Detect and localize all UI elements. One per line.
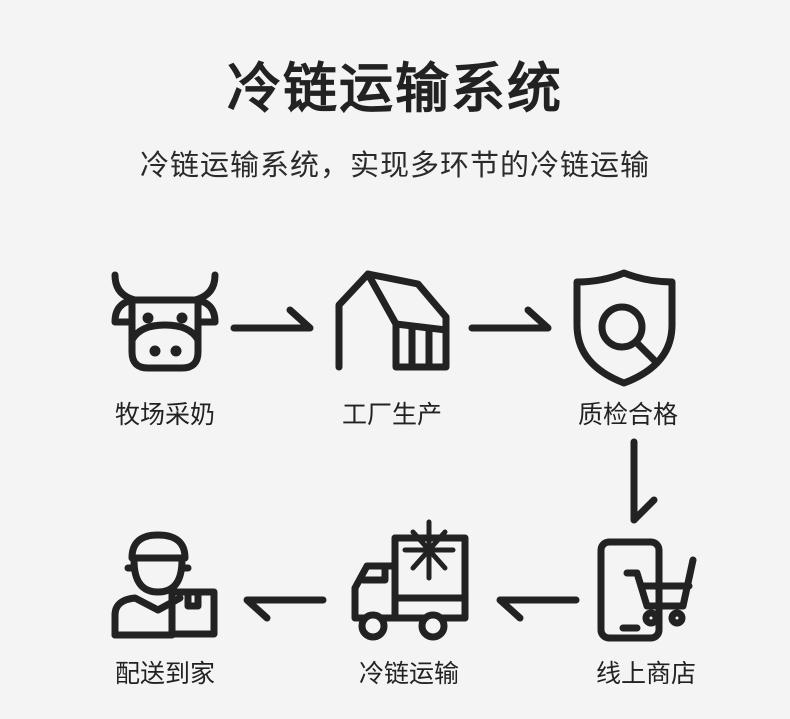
step-label: 工厂生产 <box>341 400 442 429</box>
cow-icon <box>111 271 219 372</box>
arrow-left-icon <box>243 596 327 622</box>
delivery-person-icon <box>111 531 218 639</box>
factory-icon <box>335 270 450 371</box>
refrigerated-truck-icon <box>351 519 469 641</box>
step-label: 配送到家 <box>114 659 215 688</box>
arrow-right-icon <box>468 306 552 332</box>
step-label: 线上商店 <box>595 659 696 688</box>
step-label: 牧场采奶 <box>114 400 215 429</box>
page-title: 冷链运输系统 <box>227 57 563 120</box>
arrow-down-icon <box>630 438 658 524</box>
phone-cart-icon <box>597 538 697 642</box>
step-label: 质检合格 <box>577 400 678 429</box>
arrow-right-icon <box>230 306 314 332</box>
step-label: 冷链运输 <box>358 659 459 688</box>
arrow-left-icon <box>496 596 580 622</box>
shield-search-icon <box>573 269 676 387</box>
subtitle: 冷链运输系统，实现多环节的冷链运输 <box>139 148 650 182</box>
